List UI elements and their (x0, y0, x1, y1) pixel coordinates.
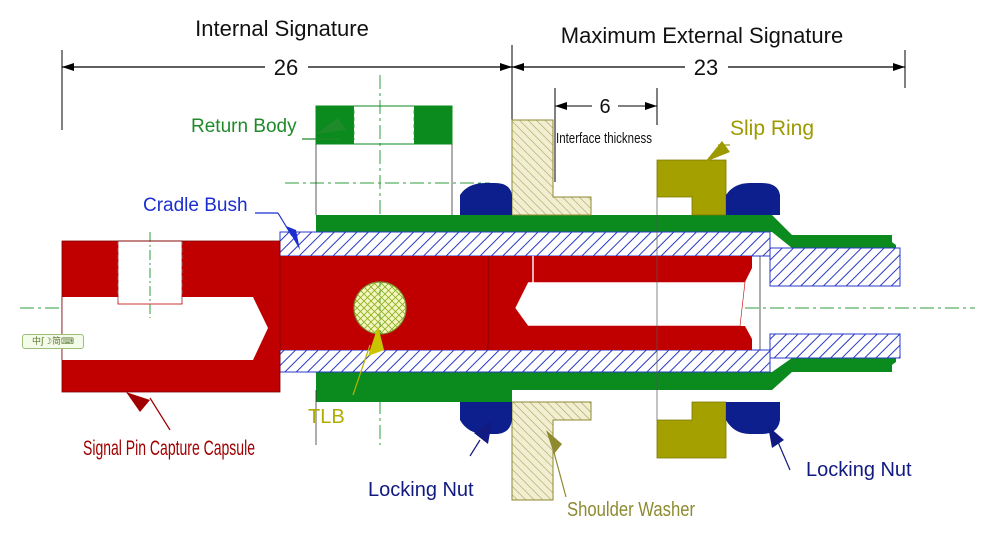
shoulder-washer (511, 119, 592, 501)
slip-ring-label: Slip Ring (730, 117, 814, 140)
dimension-external-signature: Maximum External Signature 23 (512, 23, 906, 88)
external-signature-value: 23 (694, 55, 718, 80)
locking-nut-right-label: Locking Nut (806, 459, 912, 481)
tlb-ball (353, 281, 407, 335)
internal-signature-value: 26 (274, 55, 298, 80)
ime-toolbar-badge[interactable]: 中ʃ☽简⌨ (22, 334, 84, 349)
interface-thickness-label: Interface thickness (556, 130, 652, 147)
cradle-bush-label: Cradle Bush (143, 195, 248, 216)
external-signature-title: Maximum External Signature (561, 23, 843, 48)
signal-pin-capture-capsule-label: Signal Pin Capture Capsule (83, 437, 255, 460)
internal-signature-title: Internal Signature (195, 16, 369, 41)
return-body-label: Return Body (191, 116, 297, 137)
locking-nut-left-label: Locking Nut (368, 479, 474, 501)
cradle-bush (279, 231, 901, 373)
locking-nuts (460, 183, 780, 434)
interface-thickness-value: 6 (599, 96, 610, 118)
slip-ring (656, 159, 727, 459)
dimension-interface-thickness: 6 Interface thickness (554, 88, 658, 182)
leader-lines (126, 118, 791, 498)
tlb-label: TLB (308, 406, 345, 428)
shoulder-washer-label: Shoulder Washer (567, 499, 695, 521)
